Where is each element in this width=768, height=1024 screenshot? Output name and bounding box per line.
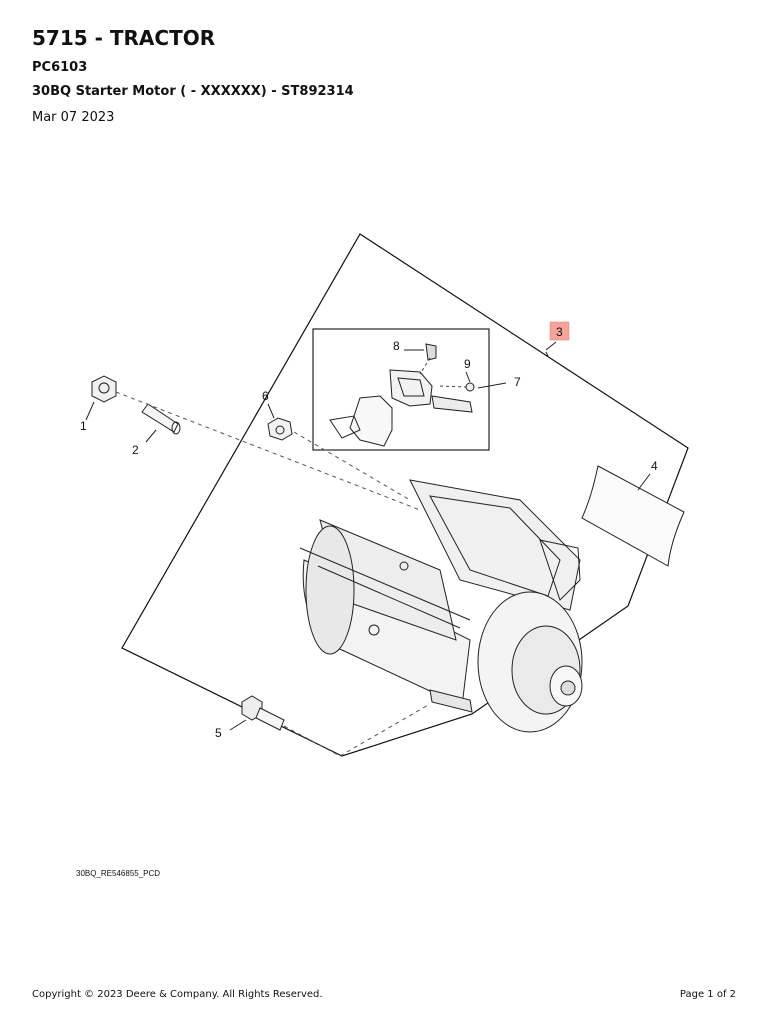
callout-6: 6 xyxy=(262,389,269,403)
assembly-frame xyxy=(121,233,689,757)
assembly-description: 30BQ Starter Motor ( - XXXXXX) - ST89231… xyxy=(32,84,354,99)
document-date: Mar 07 2023 xyxy=(32,110,115,125)
part-5-bolt xyxy=(229,695,285,731)
starter-motor xyxy=(299,479,583,733)
part-4-heat-shield xyxy=(581,465,685,567)
document-header: 5715 - TRACTOR PC6103 30BQ Starter Motor… xyxy=(32,24,354,128)
inset-box xyxy=(312,328,490,451)
part-6-nut xyxy=(267,403,293,441)
callout-7: 7 xyxy=(514,375,521,389)
model-title: 5715 - TRACTOR xyxy=(32,26,216,50)
page-code: PC6103 xyxy=(32,60,88,75)
callout-4: 4 xyxy=(651,459,658,473)
callout-8: 8 xyxy=(393,339,400,353)
callout-5: 5 xyxy=(215,726,222,740)
callout-3-highlight xyxy=(549,321,570,341)
page-number: Page 1 of 2 xyxy=(679,989,736,1000)
callout-1: 1 xyxy=(80,419,87,433)
copyright-text: Copyright © 2023 Deere & Company. All Ri… xyxy=(32,989,323,1000)
callout-2: 2 xyxy=(132,443,139,457)
callout-9: 9 xyxy=(464,357,471,371)
image-code: 30BQ_RE546855_PCD xyxy=(76,869,160,878)
part-1-flange-nut xyxy=(85,375,117,421)
callout-3: 3 xyxy=(556,325,563,339)
solenoid-connector-assembly xyxy=(329,343,475,447)
part-2-stud xyxy=(141,403,181,443)
